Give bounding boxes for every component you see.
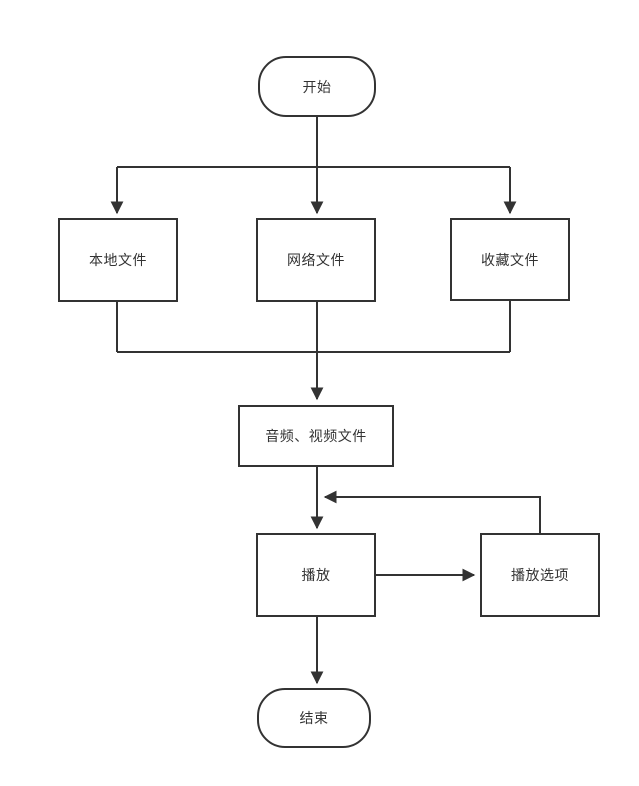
node-network-files: 网络文件 [256, 218, 376, 302]
node-favorite-files-label: 收藏文件 [481, 251, 539, 268]
node-end-label: 结束 [299, 710, 329, 726]
node-play-options: 播放选项 [480, 533, 600, 617]
node-play-label: 播放 [301, 567, 331, 583]
edge-options-feedback [323, 490, 541, 533]
node-play-options-label: 播放选项 [511, 567, 569, 583]
node-audio-video-files: 音频、视频文件 [238, 405, 394, 467]
node-play: 播放 [256, 533, 376, 617]
edge-merge-bar [116, 301, 511, 353]
edge-start-branch-bar [117, 117, 510, 168]
node-local-files: 本地文件 [58, 218, 178, 302]
node-audio-video-files-label: 音频、视频文件 [265, 428, 367, 444]
node-start-label: 开始 [302, 78, 332, 95]
node-start: 开始 [258, 56, 376, 117]
node-end: 结束 [257, 688, 371, 748]
node-network-files-label: 网络文件 [287, 252, 345, 268]
node-favorite-files: 收藏文件 [450, 218, 570, 301]
node-local-files-label: 本地文件 [89, 252, 147, 268]
